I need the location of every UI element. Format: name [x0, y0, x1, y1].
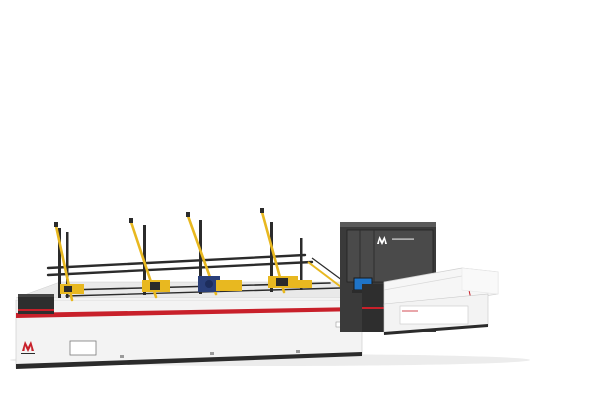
logo-mark-icon — [22, 341, 34, 352]
chuck-1 — [60, 284, 84, 294]
cabinet-logo-mark-icon — [377, 236, 387, 245]
bed-red-stripe — [16, 307, 362, 318]
chuck-3-blue-motor — [198, 276, 242, 292]
bed-inspection-window — [69, 340, 97, 356]
arm-tips — [54, 208, 264, 227]
chuck-4 — [268, 276, 312, 288]
front-top-rail — [46, 260, 314, 277]
bed-base-strip — [16, 352, 362, 369]
cabinet-logo-text-line — [392, 238, 414, 240]
cabinet-lower-red — [362, 307, 384, 309]
rear-chuck-box-top — [18, 294, 54, 297]
unloading-cover-edge — [383, 275, 463, 291]
front-guide-rail — [307, 261, 346, 291]
unloading-glass-extension — [461, 267, 499, 295]
rear-chuck-box — [18, 296, 54, 314]
chuck-2 — [142, 280, 170, 292]
rear-chuck-box-red — [18, 309, 54, 311]
bed-feet — [120, 350, 300, 358]
cabinet-glass-panel — [346, 229, 434, 283]
cabinet-top — [340, 222, 436, 227]
unloading-base-strip — [384, 324, 488, 335]
bed-logo — [21, 341, 35, 354]
logo-underline — [21, 353, 35, 354]
unloading-window — [399, 305, 469, 325]
cabinet-logo — [377, 236, 414, 245]
rear-top-rail — [46, 253, 307, 270]
cabinet-glass-bars — [359, 230, 375, 282]
